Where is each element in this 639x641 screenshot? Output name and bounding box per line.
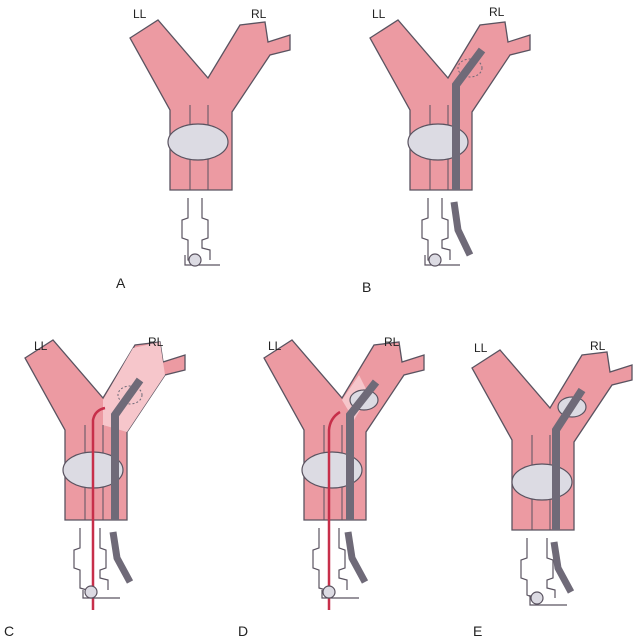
label-rl-a: RL <box>251 7 267 21</box>
connector-valve <box>322 585 336 599</box>
blocker-external <box>450 201 474 257</box>
panel-letter-b: B <box>362 279 371 295</box>
panel-d <box>263 339 425 610</box>
trachea-bronchi <box>369 19 531 191</box>
panel-letter-d: D <box>238 623 248 639</box>
connector-tube <box>520 538 556 599</box>
panel-letter-c: C <box>4 623 14 639</box>
connector-elbow <box>321 590 359 599</box>
panel-letter-a: A <box>116 275 126 291</box>
bronchial-blocker <box>452 47 486 190</box>
label-rl-c: RL <box>148 335 164 349</box>
label-ll-d: LL <box>268 339 282 353</box>
panel-b <box>369 19 531 267</box>
connector-tube <box>421 198 451 263</box>
connector-elbow <box>184 255 220 266</box>
trachea-bronchi <box>263 339 425 521</box>
panel-letter-e: E <box>473 623 482 639</box>
bronchial-blocker <box>346 379 380 520</box>
label-ll-a: LL <box>133 7 147 21</box>
label-rl-d: RL <box>384 335 400 349</box>
connector-tube <box>312 528 348 591</box>
connector-elbow <box>529 595 567 606</box>
connector-valve <box>530 591 544 605</box>
cuff-balloon <box>167 123 229 161</box>
blocker-external <box>550 541 575 594</box>
panel-e <box>471 349 633 606</box>
cuff-balloon <box>511 463 573 501</box>
panel-c <box>24 339 186 610</box>
label-ll-b: LL <box>372 7 386 21</box>
label-rl-e: RL <box>590 339 606 353</box>
connector-valve <box>428 253 442 267</box>
label-ll-c: LL <box>34 339 48 353</box>
blocker-balloon <box>117 385 143 405</box>
bronchial-blocker <box>111 377 144 520</box>
bronchial-blocker <box>552 387 586 530</box>
guide-wire <box>327 410 341 610</box>
blocker-external <box>344 531 369 584</box>
connector-elbow <box>82 590 120 599</box>
connector-tube <box>181 198 211 263</box>
trachea-bronchi <box>129 19 291 191</box>
blocker-balloon <box>457 58 483 78</box>
connector-valve <box>84 585 98 599</box>
guide-wire <box>91 406 106 610</box>
panel-a <box>129 19 291 267</box>
connector-elbow <box>424 255 460 266</box>
blocker-external <box>109 531 134 584</box>
connector-tube <box>73 528 109 591</box>
label-rl-b: RL <box>489 5 505 19</box>
label-ll-e: LL <box>474 341 488 355</box>
connector-valve <box>188 253 202 267</box>
